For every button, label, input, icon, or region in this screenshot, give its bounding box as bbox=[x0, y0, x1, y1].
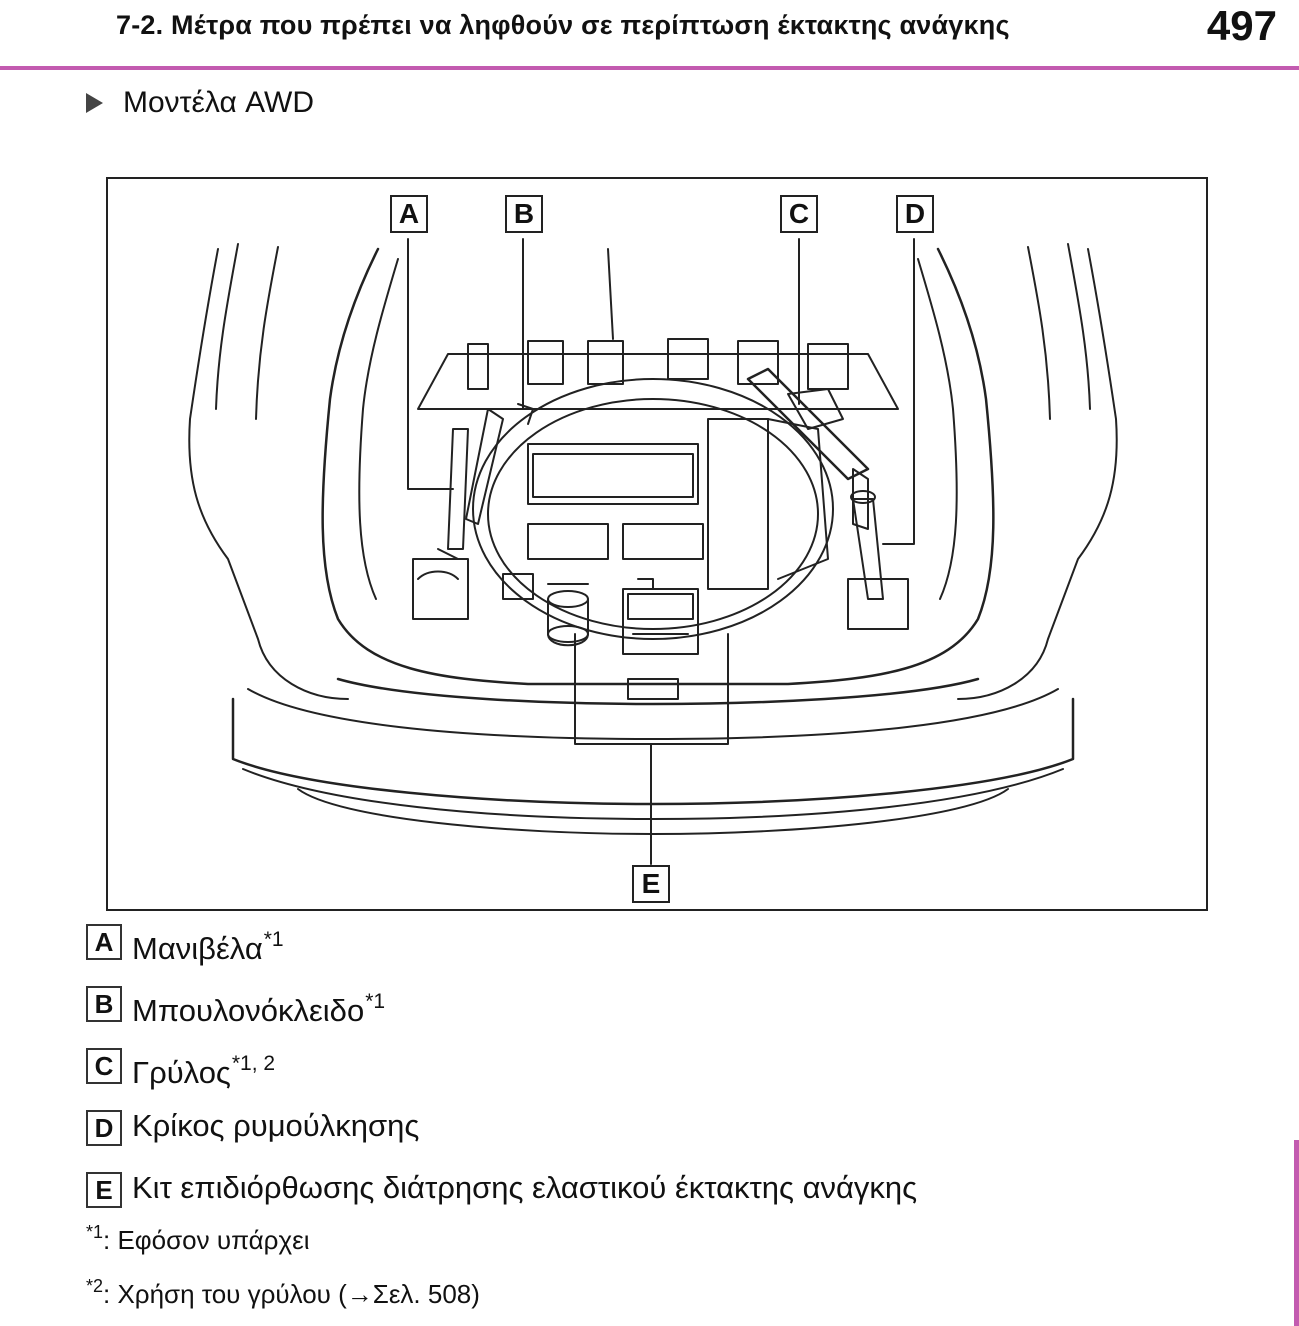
legend-key: C bbox=[86, 1048, 122, 1084]
legend-item-e: E Κιτ επιδιόρθωσης διάτρησης ελαστικού έ… bbox=[86, 1166, 917, 1210]
section-title: 7-2. Μέτρα που πρέπει να ληφθούν σε περί… bbox=[116, 10, 1010, 40]
legend-item-a: A Μανιβέλα*1 bbox=[86, 918, 284, 971]
callout-d: D bbox=[896, 195, 934, 233]
trunk-drawing bbox=[188, 238, 1118, 865]
legend-item-b: B Μπουλονόκλειδο*1 bbox=[86, 980, 385, 1033]
subheading-text: Μοντέλα AWD bbox=[123, 86, 315, 119]
legend-label: Κρίκος ρυμούλκησης bbox=[132, 1108, 420, 1143]
chapter-tab-marker bbox=[1294, 1140, 1299, 1326]
legend-key: B bbox=[86, 986, 122, 1022]
trunk-illustration: A B C D E bbox=[106, 177, 1208, 911]
callout-c: C bbox=[780, 195, 818, 233]
legend-item-d: D Κρίκος ρυμούλκησης bbox=[86, 1104, 419, 1148]
legend-label: Γρύλος*1, 2 bbox=[132, 1052, 276, 1090]
footnote-2: *2: Χρήση του γρύλου (→Σελ. 508) bbox=[86, 1276, 480, 1309]
legend-key: A bbox=[86, 924, 122, 960]
legend-label: Μπουλονόκλειδο*1 bbox=[132, 990, 386, 1028]
legend-label: Μανιβέλα*1 bbox=[132, 928, 284, 966]
callout-e: E bbox=[632, 865, 670, 903]
legend-label: Κιτ επιδιόρθωσης διάτρησης ελαστικού έκτ… bbox=[132, 1170, 918, 1205]
subheading: Μοντέλα AWD bbox=[86, 86, 314, 120]
page-header: 7-2. Μέτρα που πρέπει να ληφθούν σε περί… bbox=[0, 0, 1299, 70]
legend-item-c: C Γρύλος*1, 2 bbox=[86, 1042, 275, 1095]
footnote-1: *1: Εφόσον υπάρχει bbox=[86, 1222, 310, 1255]
legend-key: D bbox=[86, 1110, 122, 1146]
triangle-right-icon bbox=[86, 93, 103, 113]
callout-b: B bbox=[505, 195, 543, 233]
callout-a: A bbox=[390, 195, 428, 233]
legend-key: E bbox=[86, 1172, 122, 1208]
page-number: 497 bbox=[1206, 2, 1277, 49]
